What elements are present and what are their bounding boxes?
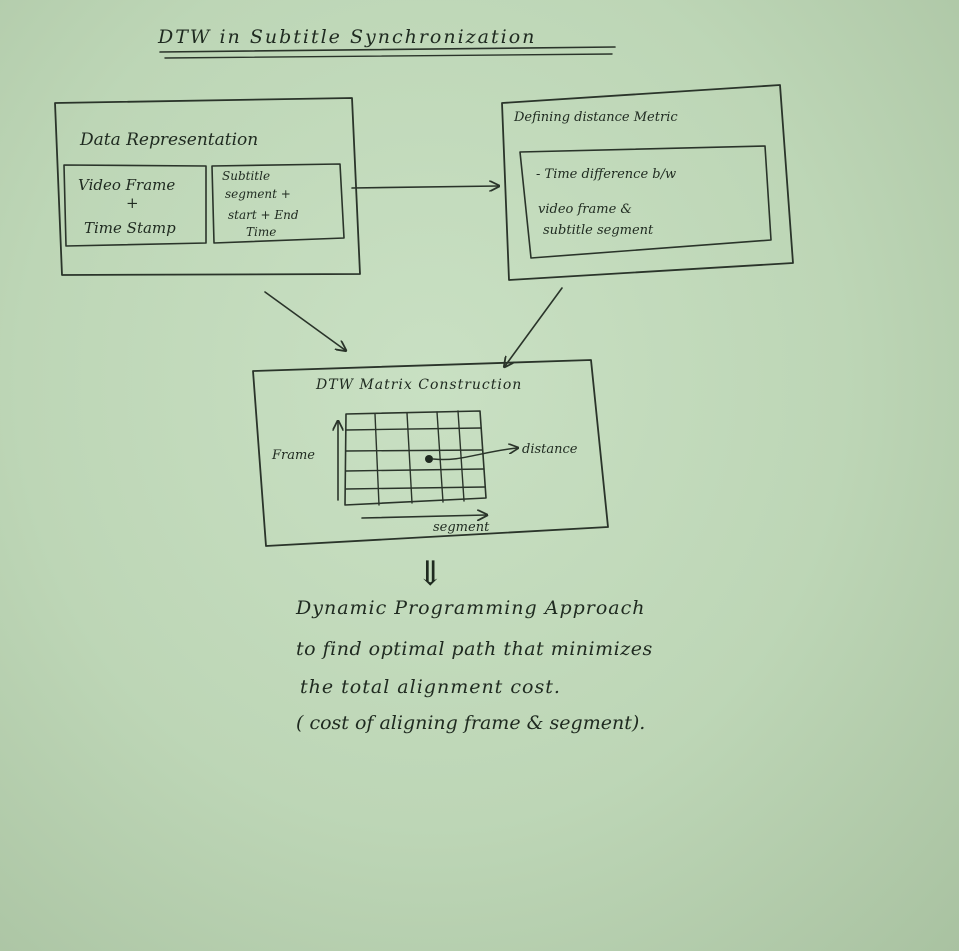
- video-frame-label: Video Frame: [78, 176, 175, 194]
- segment-axis-label: segment: [433, 520, 490, 535]
- segment-axis-arrow: [361, 515, 486, 518]
- dtw-matrix-title: DTW Matrix Construction: [315, 377, 522, 393]
- conclusion-line-3: the total alignment cost.: [300, 676, 561, 698]
- conclusion-line-4: ( cost of aligning frame & segment).: [296, 712, 645, 734]
- plus-sign: +: [126, 194, 139, 212]
- subtitle-segment-box: Subtitle segment + start + End Time: [211, 163, 345, 244]
- distance-metric-line-1: - Time difference b/w: [536, 167, 676, 182]
- start-end-label: start + End: [228, 208, 299, 222]
- data-representation-title: Data Representation: [79, 130, 258, 150]
- conclusion-line-1: Dynamic Programming Approach: [295, 597, 646, 619]
- arrow-to-distance-metric: [351, 186, 498, 188]
- time-stamp-label: Time Stamp: [84, 219, 176, 237]
- distance-metric-box: Defining distance Metric - Time differen…: [501, 84, 794, 281]
- matrix-grid: [344, 410, 487, 506]
- conclusion-line-2: to find optimal path that minimizes: [296, 638, 653, 660]
- dtw-matrix-box: DTW Matrix Construction Frame segment di…: [252, 359, 609, 547]
- data-representation-box: Data Representation Video Frame + Time S…: [54, 97, 361, 276]
- arrow-from-data-representation: [264, 291, 345, 350]
- page-title: DTW in Subtitle Synchronization: [157, 26, 536, 48]
- time-label: Time: [246, 225, 276, 239]
- distance-metric-line-3: subtitle segment: [543, 223, 654, 238]
- conclusion-text: Dynamic Programming Approach to find opt…: [295, 597, 653, 734]
- arrow-from-distance-metric: [505, 287, 563, 366]
- segment-label: segment +: [225, 187, 291, 201]
- video-frame-box: Video Frame + Time Stamp: [63, 164, 207, 247]
- subtitle-label: Subtitle: [222, 169, 270, 183]
- distance-metric-title: Defining distance Metric: [513, 110, 678, 125]
- distance-metric-line-2: video frame &: [538, 202, 632, 217]
- frame-axis-label: Frame: [271, 448, 315, 463]
- title-underline: [159, 46, 616, 53]
- double-down-arrow-icon: ⇓: [416, 554, 445, 594]
- title-underline-second: [164, 53, 613, 59]
- distance-pointer-arrow: [432, 448, 517, 461]
- distance-label: distance: [522, 442, 578, 457]
- distance-point: [425, 455, 433, 463]
